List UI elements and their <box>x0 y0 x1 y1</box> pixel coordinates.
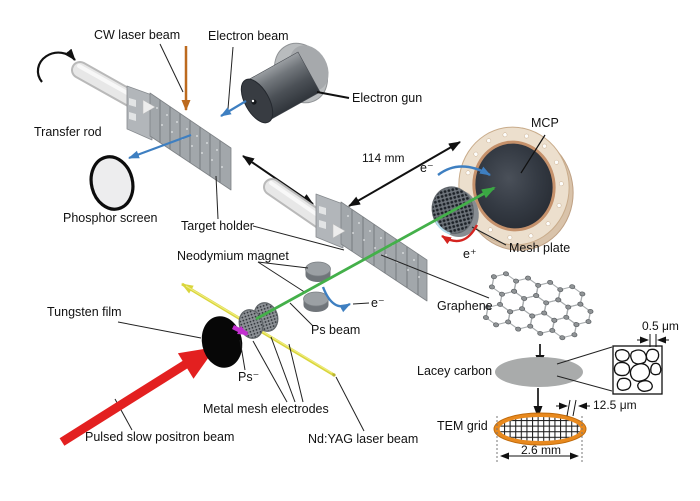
target-holder-plate-1 <box>126 85 232 191</box>
label-dim-2-6mm: 2.6 mm <box>521 443 562 457</box>
shuttle-double-arrow <box>242 155 314 205</box>
label-electron-magnet: e⁻ <box>371 296 385 310</box>
graphene-leader <box>380 254 490 299</box>
electron-spin-arrow-magnet <box>321 286 370 313</box>
label-ps-minus: Ps⁻ <box>238 370 260 384</box>
rotation-arrow <box>36 48 76 83</box>
label-electron-mcp: e⁻ <box>420 161 434 175</box>
label-neodymium-magnet: Neodymium magnet <box>177 249 289 263</box>
dimension-0-5um-marker <box>637 334 669 347</box>
label-metal-mesh-electrodes: Metal mesh electrodes <box>203 402 329 416</box>
magnet-leaders <box>257 261 309 294</box>
label-positron: e⁺ <box>463 247 477 261</box>
label-mcp: MCP <box>531 116 559 130</box>
label-tungsten-film: Tungsten film <box>47 305 122 319</box>
graphene-lattice <box>482 271 594 341</box>
label-target-holder: Target holder <box>181 219 254 233</box>
ps-beam-arrow <box>255 186 496 327</box>
lacey-carbon-disc <box>495 357 583 387</box>
electron-gun <box>240 42 350 124</box>
phosphor-screen <box>89 155 135 211</box>
neodymium-magnets <box>303 261 331 312</box>
dimension-114mm-arrow <box>348 141 461 207</box>
mcp-leader <box>520 134 546 174</box>
electron-beam-arrow <box>128 100 247 160</box>
label-dim-12-5um: 12.5 μm <box>593 398 637 412</box>
target-holder-plate-2 <box>315 193 428 302</box>
dimension-12-5um-marker <box>556 399 590 417</box>
tem-grid-disc <box>493 412 587 446</box>
mesh-plate-leader <box>471 226 507 246</box>
label-cw-laser-beam: CW laser beam <box>94 28 181 42</box>
dimension-2-6mm <box>496 416 583 463</box>
label-dim-0-5um: 0.5 μm <box>642 319 679 333</box>
tungsten-film <box>201 316 243 368</box>
label-lacey-carbon: Lacey carbon <box>417 364 493 378</box>
label-nd-yag: Nd:YAG laser beam <box>308 432 419 446</box>
positron-spin-arrow <box>441 224 479 245</box>
label-transfer-rod: Transfer rod <box>34 125 102 139</box>
label-ps-beam: Ps beam <box>311 323 361 337</box>
label-phosphor-screen: Phosphor screen <box>63 211 158 225</box>
label-pulsed-positron-beam: Pulsed slow positron beam <box>85 430 235 444</box>
label-mesh-plate: Mesh plate <box>509 241 571 255</box>
target-holder-leaders <box>215 175 345 251</box>
tungsten-film-leader <box>117 321 202 339</box>
electron-beam-leader <box>227 46 234 110</box>
label-electron-beam: Electron beam <box>208 29 289 43</box>
label-graphene: Graphene <box>437 299 493 313</box>
lacey-inset-lines <box>556 346 613 392</box>
label-tem-grid: TEM grid <box>437 419 488 433</box>
mcp-detector <box>458 126 574 251</box>
lacey-inset <box>612 334 669 395</box>
electron-spin-arrow-mcp <box>437 165 491 177</box>
cw-laser-arrow <box>159 43 191 111</box>
label-dim-114mm: 114 mm <box>362 151 405 165</box>
ps-minus-arrow <box>231 324 249 371</box>
positron-beam-arrow <box>59 347 216 446</box>
label-electron-gun: Electron gun <box>352 91 423 105</box>
